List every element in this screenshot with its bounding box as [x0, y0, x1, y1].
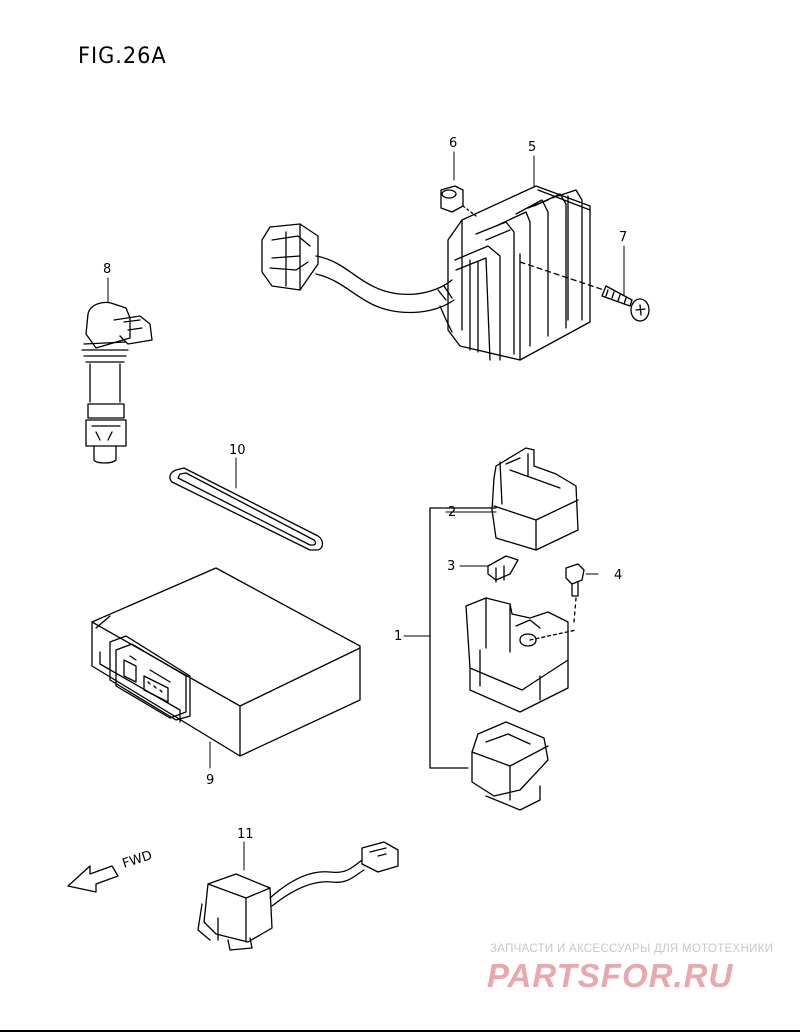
screw[interactable] [519, 261, 650, 322]
relay-bolt[interactable] [565, 563, 585, 623]
ignition-coil[interactable] [81, 301, 153, 464]
watermark-tagline: ЗАПЧАСТИ И АКСЕССУАРЫ ДЛЯ МОТОТЕХНИКИ [490, 943, 774, 955]
leader-lines [107, 151, 625, 871]
watermark-logo-text: PARTSFOR.RU [487, 957, 733, 993]
callout-10: 10 [229, 443, 246, 458]
callout-3: 3 [447, 559, 455, 574]
forward-arrow-icon [67, 865, 119, 893]
starter-relay[interactable] [465, 597, 577, 713]
spacer-collar[interactable] [440, 185, 477, 217]
regulator-rectifier[interactable] [261, 185, 591, 361]
callout-4: 4 [614, 568, 622, 583]
callout-5: 5 [528, 140, 536, 155]
relay-cover[interactable] [491, 447, 579, 551]
figure-title: FIG.26A [78, 44, 167, 69]
sensor-assembly[interactable] [197, 841, 399, 951]
callout-8: 8 [103, 262, 111, 277]
bottom-border [0, 1030, 800, 1032]
callout-2: 2 [448, 505, 456, 520]
watermark-logo: PARTSFOR.RU [487, 957, 733, 993]
callout-9: 9 [206, 773, 214, 788]
callout-11: 11 [237, 827, 254, 842]
assembly-bracket [429, 507, 497, 769]
fuse[interactable] [487, 555, 519, 583]
relay-holder[interactable] [471, 721, 549, 811]
callout-1: 1 [394, 629, 402, 644]
ecu-module[interactable] [91, 567, 361, 757]
seal-gasket[interactable] [169, 467, 324, 551]
callout-6: 6 [449, 136, 457, 151]
forward-label: FWD [121, 848, 154, 872]
callout-7: 7 [619, 230, 627, 245]
